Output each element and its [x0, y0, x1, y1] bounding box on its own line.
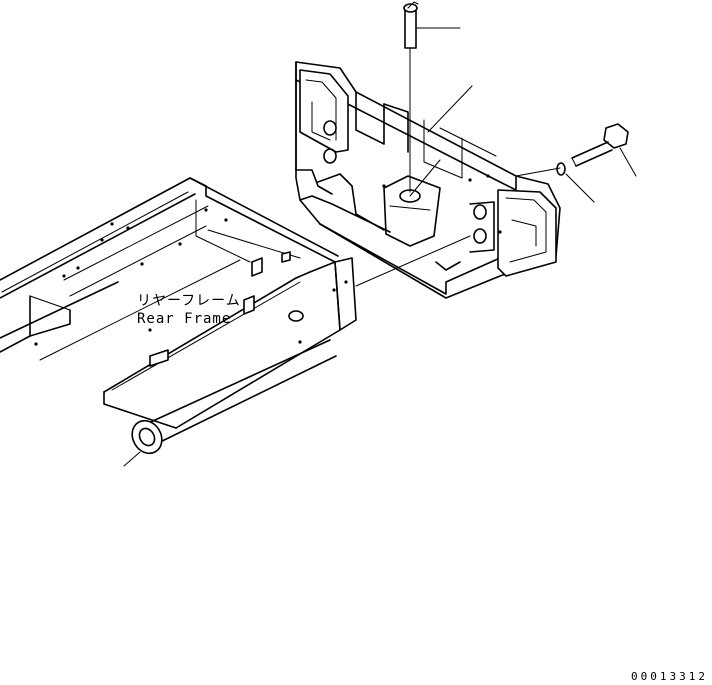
counterweight [295, 61, 561, 299]
washer [556, 162, 595, 203]
rear-frame [0, 177, 357, 467]
bolt [571, 123, 637, 177]
pin [403, 1, 461, 193]
leader-lines [355, 85, 561, 287]
rear-frame-label-jp: リヤーフレーム [137, 293, 241, 309]
drawing-number: 00013312 [631, 670, 708, 683]
rear-frame-label-en: Rear Frame [137, 311, 232, 327]
